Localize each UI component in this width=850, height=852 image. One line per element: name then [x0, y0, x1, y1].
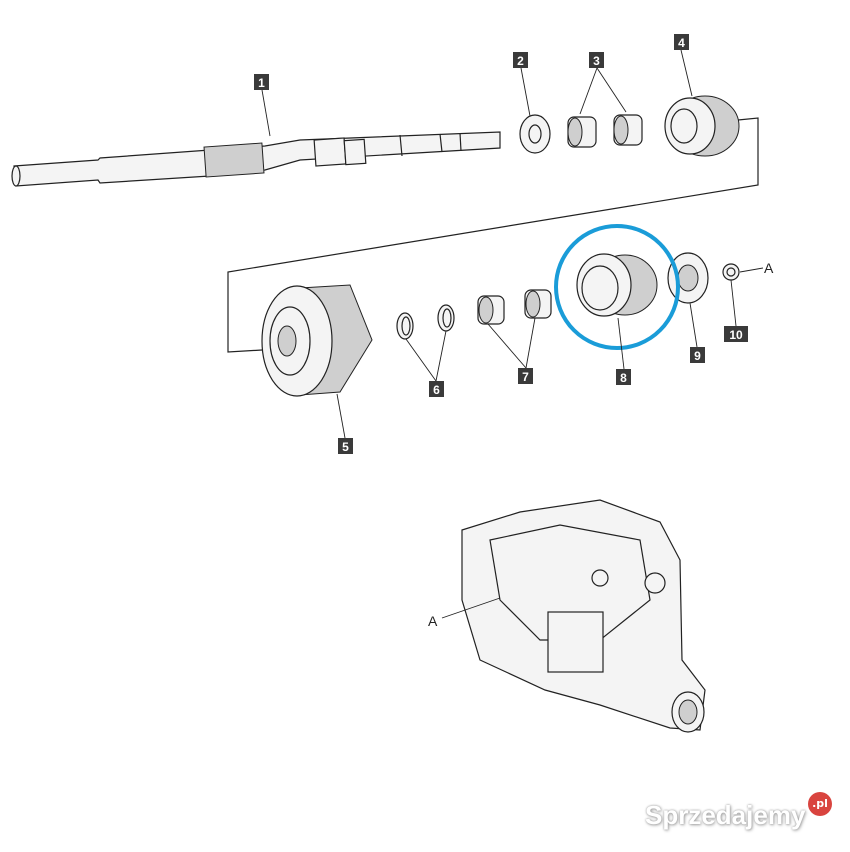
svg-text:5: 5: [342, 440, 349, 454]
svg-text:6: 6: [433, 383, 440, 397]
transmission-housing: [461, 499, 706, 733]
leader-lines: [261, 49, 764, 619]
callout-7: 7: [518, 368, 533, 384]
callout-2: 2: [513, 52, 528, 68]
svg-text:4: 4: [678, 36, 685, 50]
callout-9: 9: [690, 347, 705, 363]
svg-text:9: 9: [694, 349, 701, 363]
highlight-circle: [554, 224, 680, 350]
callout-1: 1: [254, 74, 269, 90]
shaft-part-1: [11, 131, 501, 187]
callout-10: 10: [724, 326, 748, 342]
group-frame: [227, 117, 759, 353]
svg-text:7: 7: [522, 370, 529, 384]
svg-text:2: 2: [517, 54, 524, 68]
svg-text:3: 3: [593, 54, 600, 68]
ring-part-10: [722, 263, 740, 281]
svg-text:8: 8: [620, 371, 627, 385]
svg-text:10: 10: [729, 328, 743, 342]
washer-part-2: [519, 114, 551, 154]
callout-8: 8: [616, 369, 631, 385]
svg-text:1: 1: [258, 76, 265, 90]
clutch-pack-part-5: [261, 284, 373, 397]
bearings-part-7: [477, 289, 552, 325]
reference-a-bottom: A: [428, 613, 438, 629]
gear-part-4: [664, 95, 740, 157]
gear-part-8: [576, 253, 658, 317]
callout-4: 4: [674, 34, 689, 50]
callout-6: 6: [429, 381, 444, 397]
needle-bearings-part-3: [567, 114, 643, 148]
callout-3: 3: [589, 52, 604, 68]
reference-a-top: A: [764, 260, 774, 276]
callout-5: 5: [338, 438, 353, 454]
watermark-brand: Sprzedajemy: [645, 800, 806, 830]
rings-part-6: [396, 304, 455, 340]
watermark-logo-badge: .pl: [808, 792, 832, 816]
